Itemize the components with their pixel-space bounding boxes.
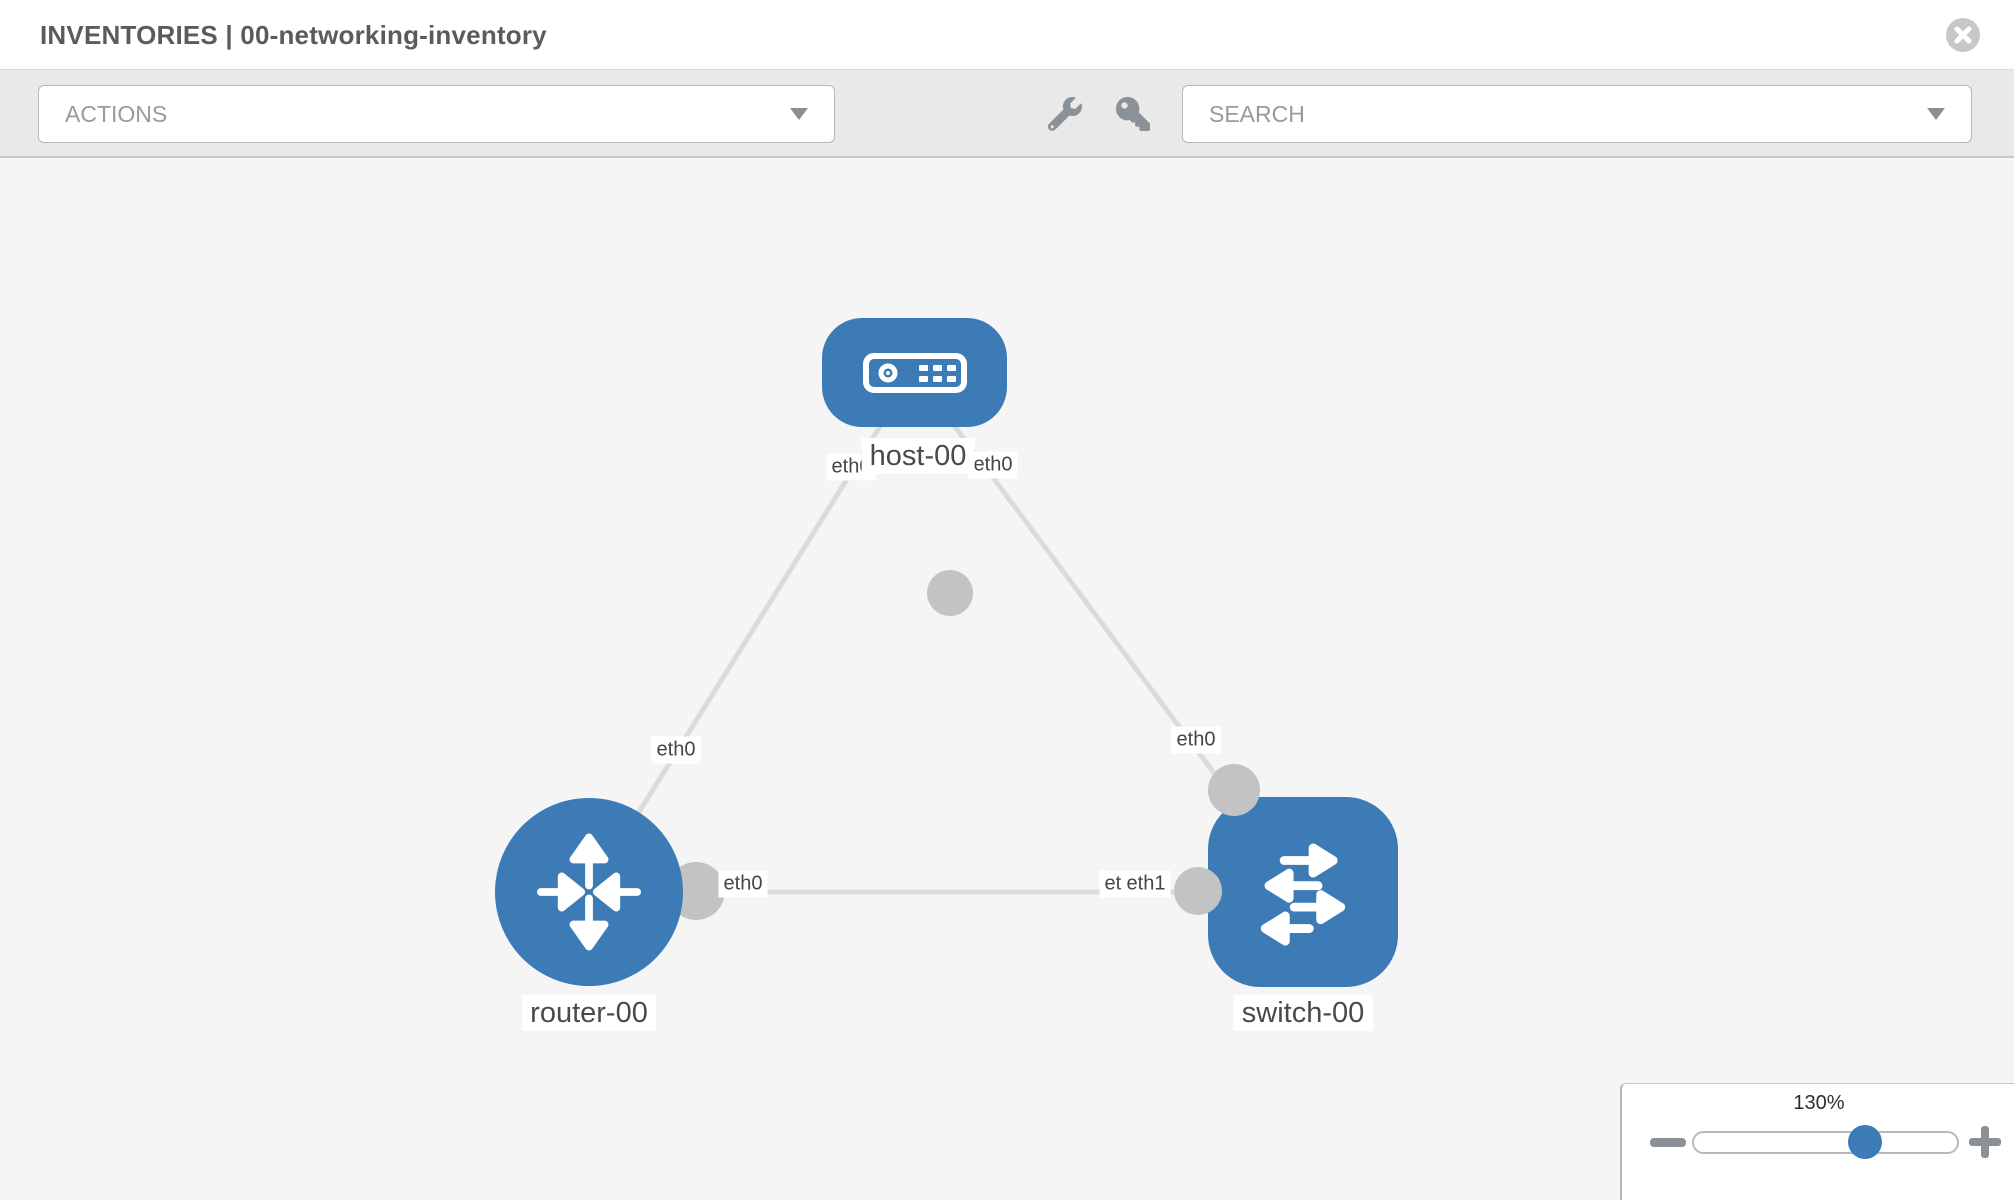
server-icon [862, 352, 967, 393]
toolbar: ACTIONS SEARCH [0, 70, 2014, 158]
wrench-icon[interactable] [1047, 96, 1082, 131]
topology-canvas[interactable]: eth0 eth0 eth0 eth0 eth0 eth0 eth1 host-… [0, 158, 2014, 1200]
link-endpoint[interactable] [927, 570, 973, 616]
interface-label: eth0 [1171, 726, 1221, 754]
chevron-down-icon [790, 108, 808, 120]
link-endpoint[interactable] [1174, 867, 1222, 915]
node-label-host-00: host-00 [861, 438, 975, 474]
key-icon[interactable] [1116, 97, 1150, 131]
node-label-switch-00: switch-00 [1233, 995, 1373, 1031]
actions-dropdown-label: ACTIONS [65, 100, 168, 127]
zoom-in-plus-icon[interactable] [1968, 1125, 2002, 1159]
page-title: INVENTORIES | 00-networking-inventory [40, 20, 547, 50]
close-icon[interactable] [1946, 18, 1980, 52]
node-host-00[interactable] [822, 318, 1007, 427]
node-label-router-00: router-00 [522, 995, 656, 1031]
router-icon [537, 833, 641, 951]
search-dropdown-label: SEARCH [1209, 100, 1305, 127]
switch-icon [1260, 843, 1346, 946]
search-dropdown[interactable]: SEARCH [1182, 85, 1972, 143]
zoom-panel: 130% [1620, 1083, 2014, 1200]
interface-label: eth0 [968, 451, 1018, 479]
chevron-down-icon [1927, 108, 1945, 120]
zoom-out-minus-icon[interactable] [1650, 1138, 1686, 1147]
header-bar: INVENTORIES | 00-networking-inventory [0, 0, 2014, 70]
node-router-00[interactable] [495, 798, 683, 986]
actions-dropdown[interactable]: ACTIONS [38, 85, 835, 143]
interface-label: eth0 [718, 870, 768, 898]
interface-label: eth1 [1121, 870, 1171, 898]
node-switch-00[interactable] [1208, 797, 1398, 987]
zoom-slider-handle[interactable] [1848, 1125, 1882, 1159]
link-endpoint[interactable] [1208, 764, 1260, 816]
interface-label: eth0 [651, 736, 701, 764]
topology-links [586, 370, 1306, 895]
zoom-level-value: 130% [1793, 1092, 1845, 1114]
zoom-slider-track[interactable] [1692, 1131, 1959, 1154]
